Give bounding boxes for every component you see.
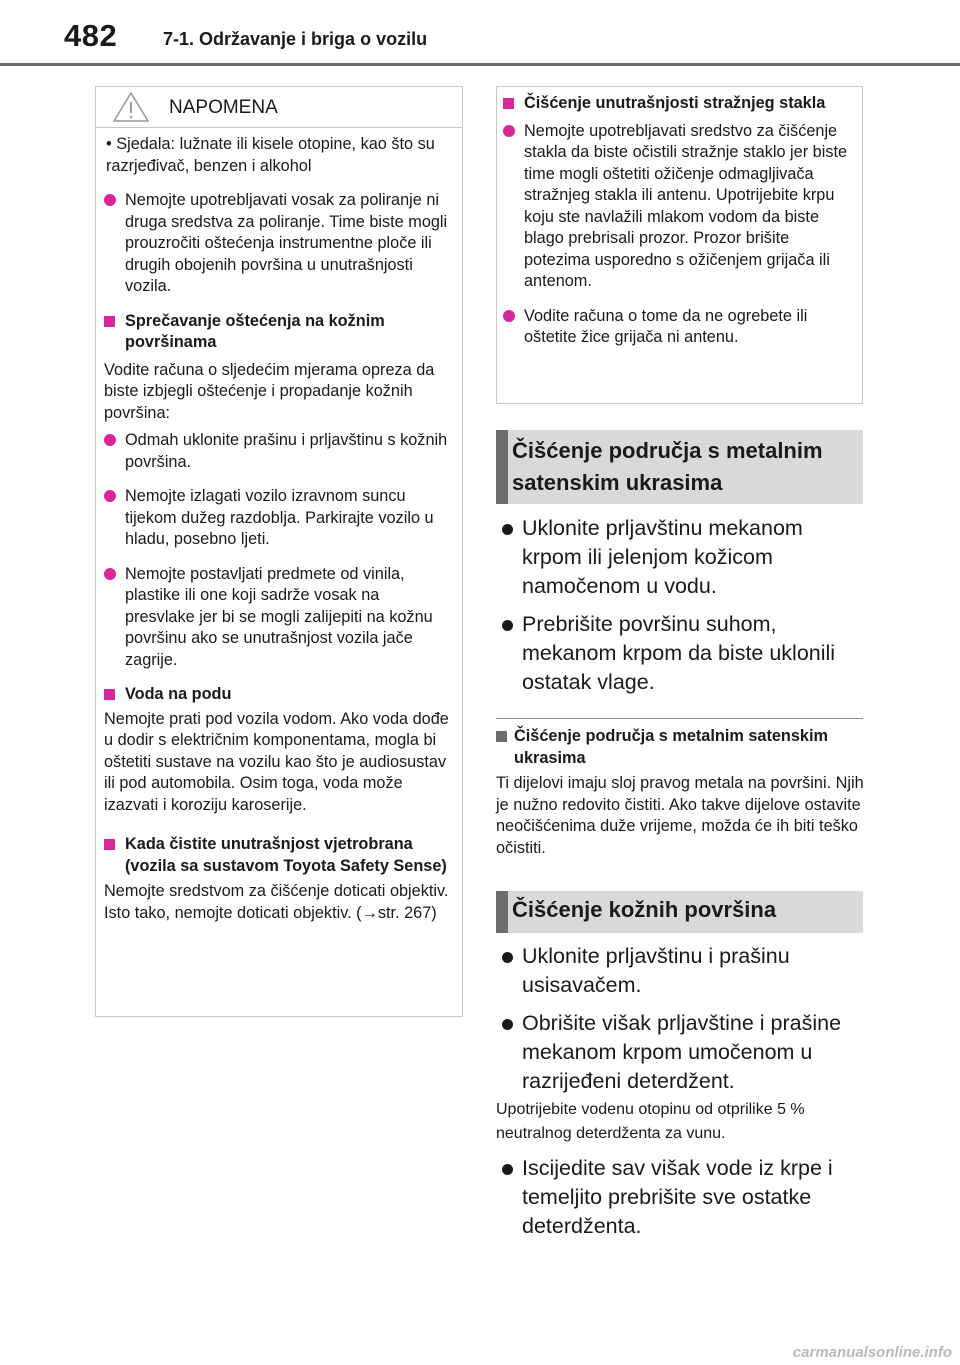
page-header: 482 7-1. Održavanje i briga o vozilu — [0, 0, 960, 66]
list-item: Nemojte postavljati predmete od vinila, … — [104, 564, 452, 672]
list-item: Iscijedite sav višak vode iz krpe i teme… — [496, 1154, 866, 1241]
leather-heading: Sprečavanje oštećenja na kožnim površina… — [104, 311, 452, 354]
page-number: 482 — [64, 18, 118, 53]
bullet-dot-icon — [104, 434, 116, 446]
list-item: Prebrišite površinu suhom, mekanom krpom… — [496, 610, 866, 697]
leather-intro: Vodite računa o sljedećim mjerama opreza… — [104, 360, 435, 422]
water-heading: Voda na podu — [104, 684, 452, 707]
leather-final-step: Iscijedite sav višak vode iz krpe i teme… — [496, 1154, 866, 1250]
rear-window-heading: Čišćenje unutrašnjosti stražnjeg stakla — [503, 93, 852, 116]
metal-info-heading: Čišćenje područja s metalnim satenskim u… — [496, 726, 866, 769]
bullet-dot-icon — [502, 1019, 513, 1030]
section-title-leather: Čišćenje kožnih površina — [496, 891, 863, 933]
watermark: carmanualsonline.info — [792, 1344, 952, 1361]
seats-line: • Sjedala: lužnate ili kisele otopine, k… — [106, 135, 435, 175]
bullet-dot-icon — [104, 567, 116, 580]
list-item: Vodite računa o tome da ne ogrebete ili … — [503, 306, 852, 349]
bullet-dot-icon — [502, 620, 513, 631]
heading-square-icon — [104, 839, 115, 850]
metal-steps: Uklonite prljavštinu mekanom krpom ili j… — [496, 514, 866, 706]
header-rule — [0, 63, 960, 66]
heading-square-icon — [496, 731, 507, 742]
detergent-note: Upotrijebite vodenu otopinu od otprilike… — [496, 1101, 805, 1142]
water-text: Nemojte prati pod vozila vodom. Ako voda… — [104, 709, 449, 814]
warning-icon — [113, 92, 149, 122]
list-item: Uklonite prljavštinu i prašinu usisavače… — [496, 942, 866, 1000]
chapter-title: 7-1. Održavanje i briga o vozilu — [163, 29, 428, 49]
list-item: Uklonite prljavštinu mekanom krpom ili j… — [496, 514, 866, 601]
list-item: Nemojte izlagati vozilo izravnom suncu t… — [104, 486, 452, 551]
windshield-text: Nemojte sredstvom za čišćenje doticati o… — [104, 882, 449, 922]
metal-info-text: Ti dijelovi imaju sloj pravog metala na … — [496, 774, 864, 857]
note-header: NAPOMENA — [96, 87, 462, 128]
heading-square-icon — [104, 315, 115, 327]
note-box: NAPOMENA • Sjedala: lužnate ili kisele o… — [95, 86, 463, 1017]
list-item: Obrišite višak prljavštine i prašine mek… — [496, 1009, 866, 1096]
bullet-dot-icon — [502, 952, 513, 963]
section-title-metal: Čišćenje područja s metalnim satenskim u… — [496, 430, 863, 504]
rear-window-box: Čišćenje unutrašnjosti stražnjeg stakla … — [496, 86, 863, 404]
divider — [496, 718, 863, 719]
heading-square-icon — [104, 689, 115, 700]
list-item: Odmah uklonite prašinu i prljavštinu s k… — [104, 430, 452, 473]
list-item: Nemojte upotrebljavati vosak za poliranj… — [104, 190, 452, 298]
bullet-dot-icon — [104, 490, 116, 502]
bullet-dot-icon — [502, 1164, 513, 1175]
metal-info: Čišćenje područja s metalnim satenskim u… — [496, 726, 866, 859]
bullet-dot-icon — [502, 524, 513, 535]
leather-steps: Uklonite prljavštinu i prašinu usisavače… — [496, 942, 866, 1105]
list-item: Nemojte upotrebljavati sredstvo za čišće… — [503, 121, 852, 293]
windshield-heading: Kada čistite unutrašnjost vjetrobrana (v… — [104, 834, 452, 877]
bullet-dot-icon — [503, 309, 515, 322]
bullet-dot-icon — [503, 124, 515, 137]
note-body: • Sjedala: lužnate ili kisele otopine, k… — [96, 128, 462, 924]
heading-square-icon — [503, 98, 514, 109]
bullet-dot-icon — [104, 194, 116, 206]
note-title: NAPOMENA — [169, 97, 278, 118]
